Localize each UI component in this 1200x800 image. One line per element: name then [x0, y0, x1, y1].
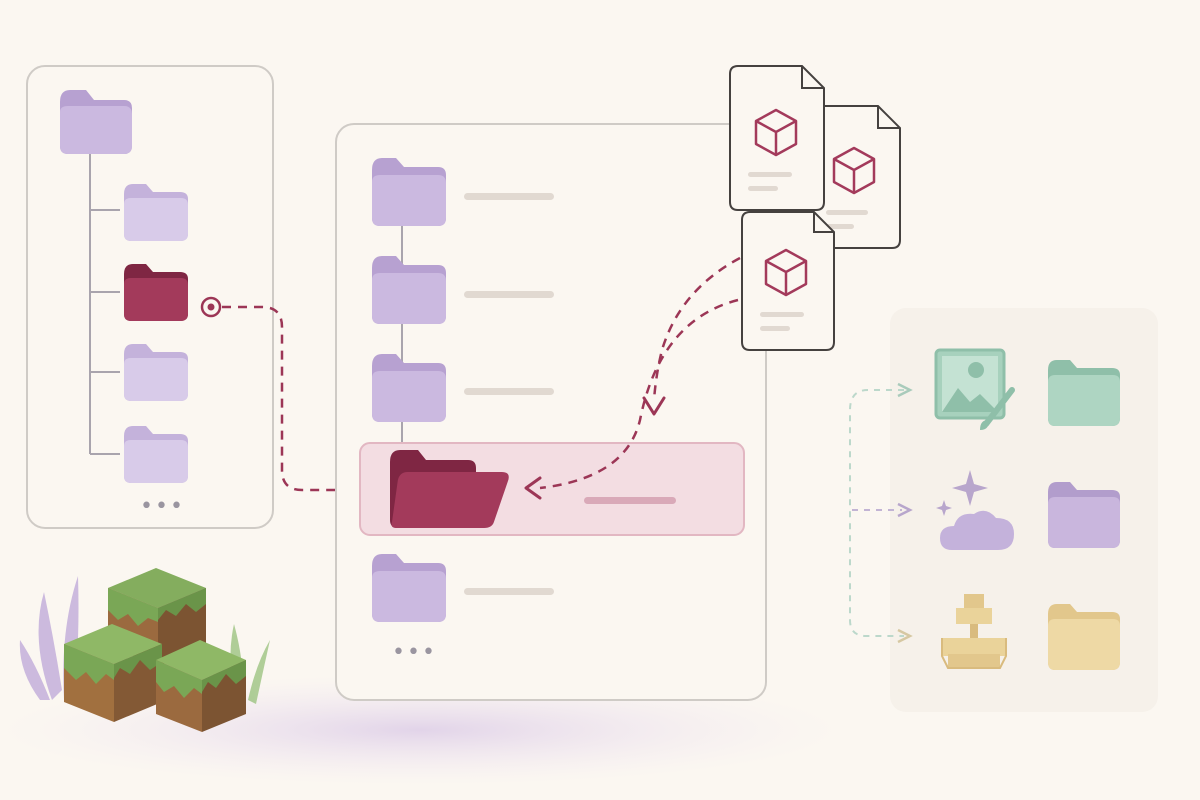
tree-more-ellipsis[interactable]: ••• [140, 494, 185, 519]
category-panel [849, 308, 1158, 712]
sparkle-cloud-icon[interactable] [936, 470, 1014, 550]
folder-list-panel [335, 123, 767, 701]
model-file-card[interactable] [729, 65, 825, 211]
folder-tree-panel [26, 65, 274, 529]
tree-selected-folder-icon[interactable] [124, 264, 188, 321]
list-label-bar [464, 291, 554, 298]
list-label-bar [584, 497, 676, 504]
arrow-head-right [897, 628, 913, 644]
tree-root-folder-icon[interactable] [60, 90, 132, 154]
list-label-bar [464, 388, 554, 395]
purple-folder-icon[interactable] [1048, 482, 1120, 548]
tree-child-folder-icon[interactable] [124, 344, 188, 401]
file-move-arrows [539, 256, 741, 490]
category-branch-line [849, 389, 904, 637]
cube-icon [754, 108, 798, 157]
grass-block-icon [19, 568, 270, 732]
yellow-folder-icon[interactable] [1048, 604, 1120, 670]
arrow-head-right [897, 502, 913, 518]
open-folder-icon[interactable] [390, 450, 509, 528]
image-brush-icon[interactable] [934, 348, 1015, 430]
green-folder-icon[interactable] [1048, 360, 1120, 426]
cube-icon [764, 248, 808, 297]
list-more-ellipsis[interactable]: ••• [392, 640, 437, 665]
list-folder-icon[interactable] [372, 554, 446, 622]
arrow-head-down [642, 396, 666, 416]
arrow-head-right [897, 382, 913, 398]
cube-icon [832, 146, 876, 195]
list-folder-icon[interactable] [372, 354, 446, 422]
tree-child-folder-icon[interactable] [124, 184, 188, 241]
file-stack [729, 65, 901, 351]
list-label-bar [464, 588, 554, 595]
list-folder-icon[interactable] [372, 158, 446, 226]
tree-connector-lines [89, 154, 120, 455]
model-file-card[interactable] [741, 211, 835, 351]
block-figure-icon[interactable] [941, 594, 1007, 669]
list-label-bar [464, 193, 554, 200]
arrow-head-left [524, 476, 542, 500]
tree-child-folder-icon[interactable] [124, 426, 188, 483]
list-folder-icon[interactable] [372, 256, 446, 324]
